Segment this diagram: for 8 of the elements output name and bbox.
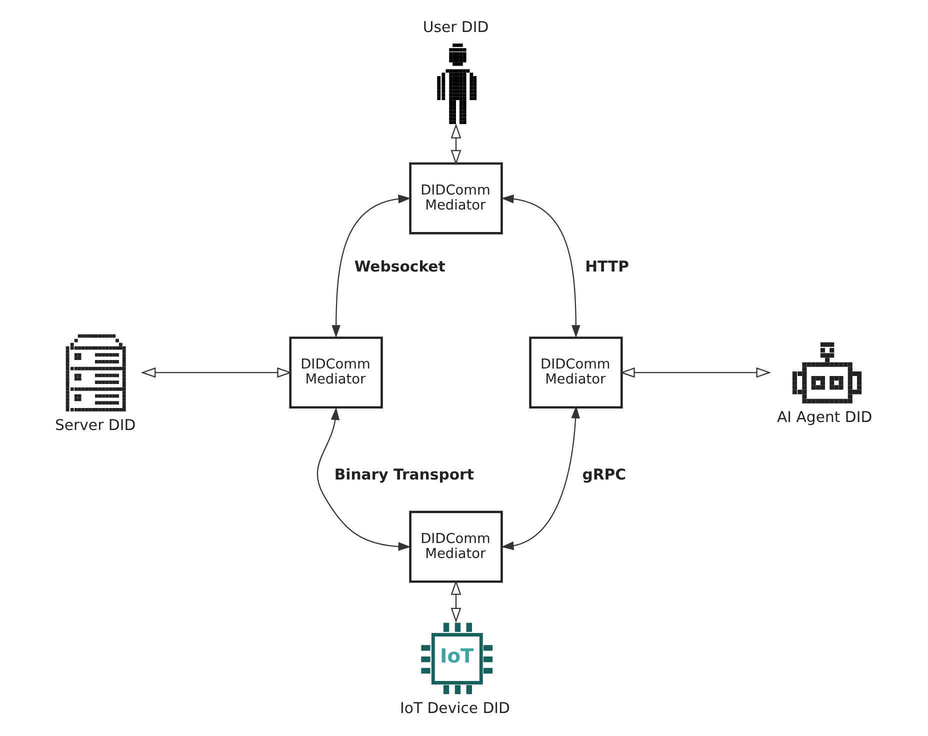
node-label: IoT Device DID: [400, 698, 510, 717]
node-label: Server DID: [54, 416, 136, 434]
edge-label: Binary Transport: [334, 465, 474, 484]
node-label: AI Agent DID: [777, 408, 872, 426]
node-label: User DID: [422, 18, 489, 36]
edge-label: Websocket: [354, 257, 446, 276]
edge-label: gRPC: [582, 465, 626, 484]
edge-label: HTTP: [585, 257, 630, 276]
